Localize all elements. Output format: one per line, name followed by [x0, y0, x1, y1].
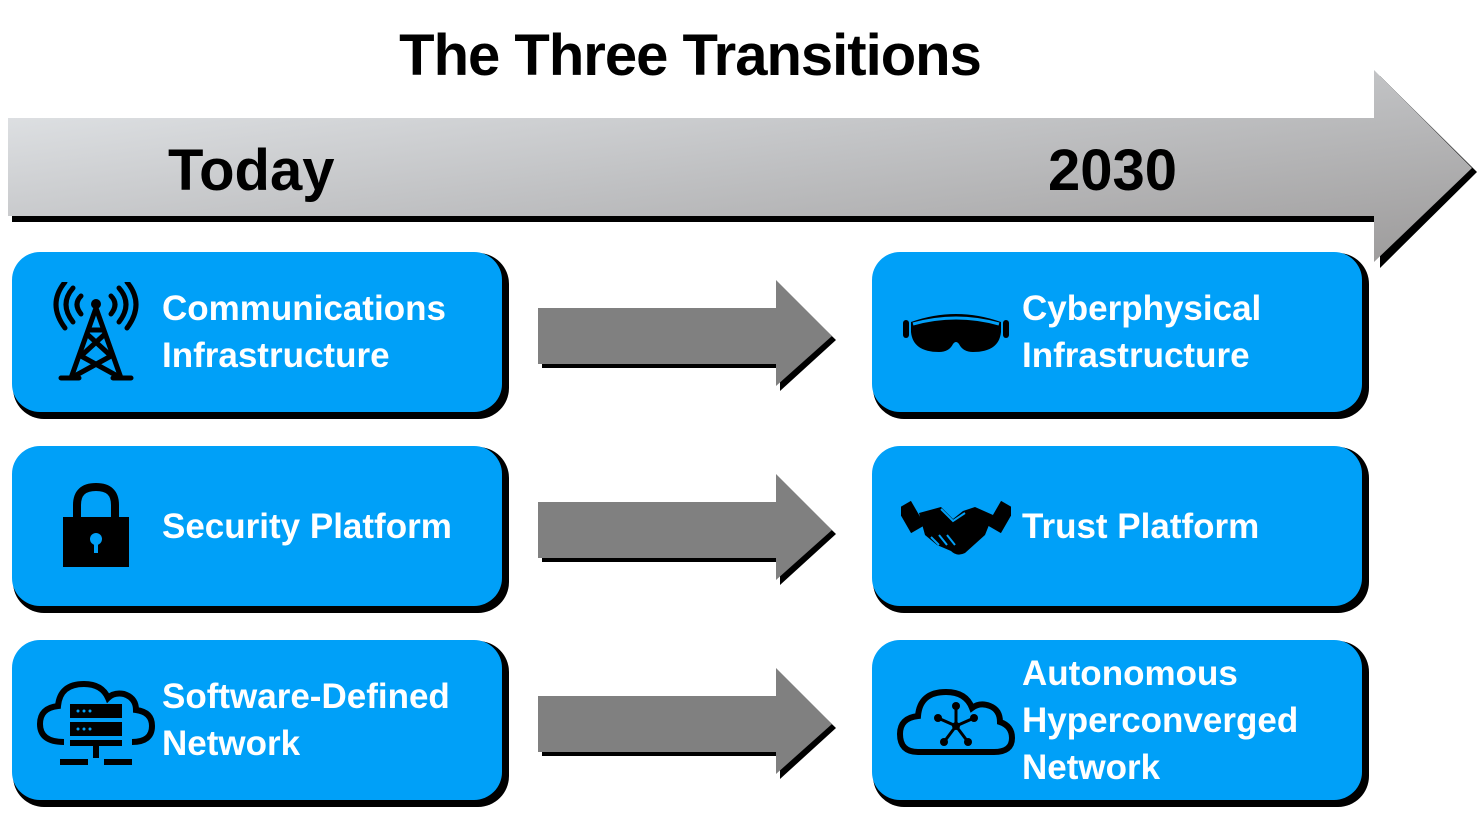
today-label: Communications Infrastructure	[162, 289, 446, 375]
ar-headset-icon	[896, 252, 1016, 412]
today-label: Software-Defined Network	[162, 677, 450, 763]
future-label: Trust Platform	[1022, 506, 1260, 546]
page-title: The Three Transitions	[399, 23, 982, 88]
handshake-icon	[896, 446, 1016, 606]
cell-tower-icon	[36, 252, 156, 412]
cloud-server-icon	[36, 640, 156, 800]
transition-arrow-1	[538, 280, 836, 391]
timeline-arrow	[8, 70, 1477, 268]
timeline-start-label: Today	[168, 138, 335, 203]
timeline-end-label: 2030	[1048, 138, 1178, 203]
future-box-cyberphysical: Cyberphysical Infrastructure	[872, 252, 1362, 412]
future-label: Cyberphysical Infrastructure	[1022, 289, 1262, 375]
transition-arrow-2	[538, 474, 836, 585]
padlock-icon	[36, 446, 156, 606]
today-box-sdn: Software-Defined Network	[12, 640, 502, 800]
cloud-network-icon	[896, 640, 1016, 800]
future-box-trust: Trust Platform	[872, 446, 1362, 606]
future-label: Autonomous Hyperconverged Network	[1022, 653, 1299, 787]
today-label: Security Platform	[162, 506, 452, 546]
transition-arrow-3	[538, 668, 836, 779]
future-box-autonomous: Autonomous Hyperconverged Network	[872, 640, 1362, 800]
today-box-communications: Communications Infrastructure	[12, 252, 502, 412]
today-box-security: Security Platform	[12, 446, 502, 606]
